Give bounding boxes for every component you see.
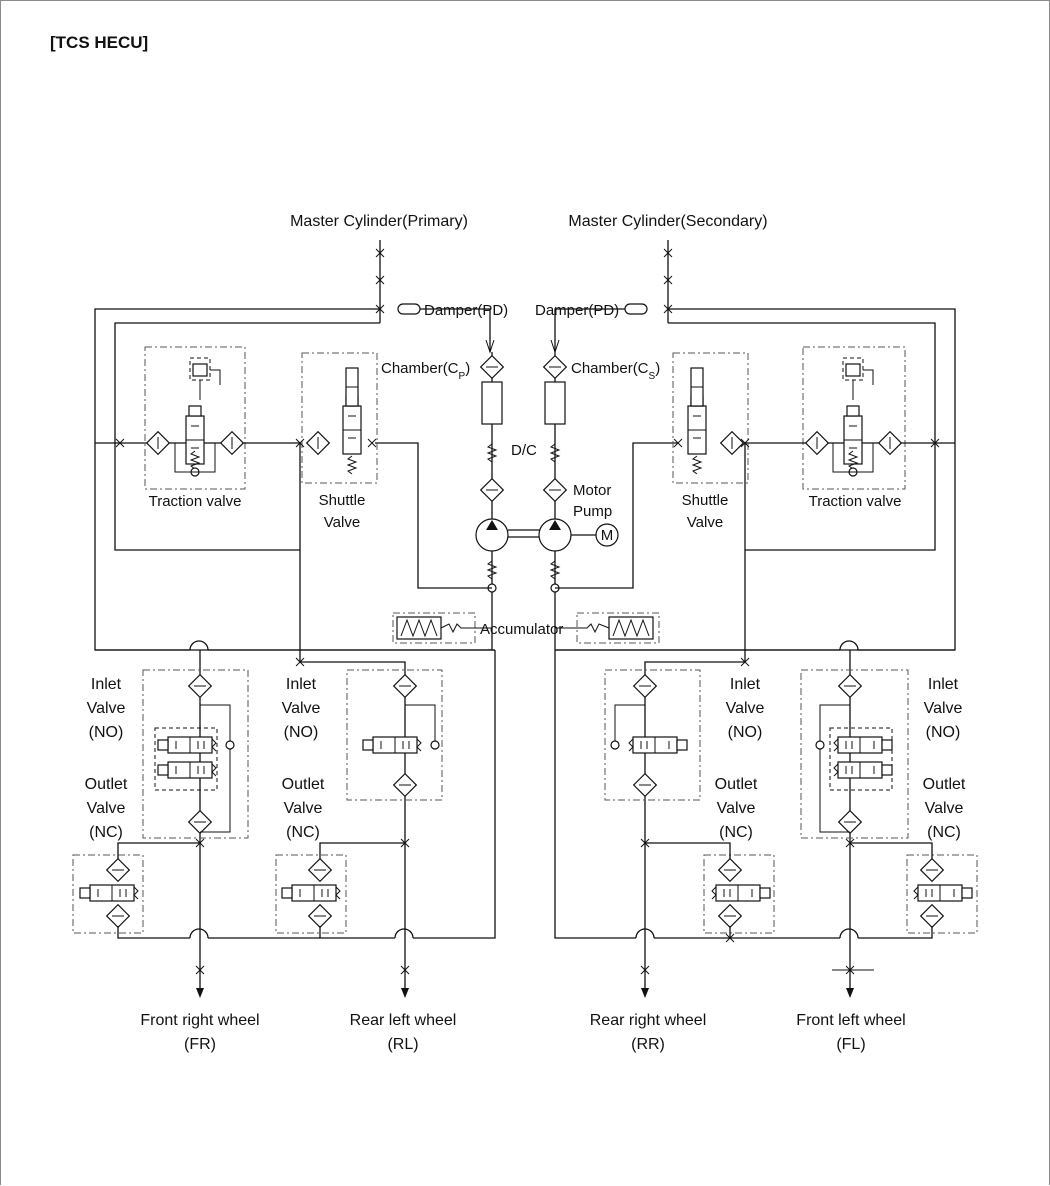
- fl-inlet-label-1: Inlet: [928, 676, 959, 693]
- rl-inlet-outlet-box: [346, 669, 443, 801]
- pump-label: Pump: [573, 503, 612, 520]
- fr-inlet-outlet-box: [142, 669, 249, 839]
- chamber-primary-label: Chamber(CP): [381, 360, 470, 382]
- motor-icon: [595, 523, 619, 547]
- diagram-title: [TCS HECU]: [50, 33, 148, 52]
- rr-inlet-outlet-box: [604, 669, 701, 801]
- fr-outlet-label-1: Outlet: [85, 776, 128, 793]
- shuttle-valve-right-label-1: Shuttle: [682, 492, 729, 509]
- rr-lower-valve-box: [703, 854, 775, 934]
- rr-outlet-label-2: Valve: [717, 800, 756, 817]
- chamber-secondary-label: Chamber(CS): [571, 360, 660, 382]
- wheel-rl-name: Rear left wheel: [350, 1012, 457, 1029]
- fl-outlet-label-1: Outlet: [923, 776, 966, 793]
- rl-inlet-label-1: Inlet: [286, 676, 317, 693]
- shuttle-valve-right-box: [672, 352, 749, 484]
- chamber-primary-body: [481, 381, 503, 425]
- rl-outlet-label-1: Outlet: [282, 776, 325, 793]
- rl-inlet-label-2: Valve: [282, 700, 321, 717]
- pump-primary-icon: [475, 518, 509, 552]
- rr-outlet-label-1: Outlet: [715, 776, 758, 793]
- fr-outlet-label-3: (NC): [89, 824, 123, 841]
- rr-inlet-label-3: (NO): [728, 724, 763, 741]
- chamber-primary-check-icon: [480, 355, 504, 379]
- dc-label: D/C: [511, 442, 537, 459]
- shuttle-valve-left-label-1: Shuttle: [319, 492, 366, 509]
- accumulator-label: Accumulator: [480, 621, 563, 638]
- wheel-fr-code: (FR): [184, 1036, 216, 1053]
- chamber-secondary-body: [544, 381, 566, 425]
- shuttle-valve-right-label-2: Valve: [687, 514, 723, 531]
- shuttle-valve-left-box: [301, 352, 378, 484]
- rr-outlet-label-3: (NC): [719, 824, 753, 841]
- fr-inlet-label-2: Valve: [87, 700, 126, 717]
- master-cylinder-secondary-label: Master Cylinder(Secondary): [568, 213, 767, 230]
- fr-lower-valve-box: [72, 854, 144, 934]
- fl-inlet-label-2: Valve: [924, 700, 963, 717]
- fl-lower-valve-box: [906, 854, 978, 934]
- master-cylinder-primary-label: Master Cylinder(Primary): [290, 213, 468, 230]
- rl-lower-valve-box: [275, 854, 347, 934]
- traction-valve-left-label: Traction valve: [149, 493, 242, 510]
- traction-valve-left-box: [144, 346, 246, 490]
- wheel-rr-name: Rear right wheel: [590, 1012, 707, 1029]
- wheel-fr-name: Front right wheel: [140, 1012, 259, 1029]
- fr-inlet-label-3: (NO): [89, 724, 124, 741]
- traction-valve-right-box: [802, 346, 906, 490]
- fl-outlet-label-2: Valve: [925, 800, 964, 817]
- pump-secondary-icon: [538, 518, 572, 552]
- motor-symbol: M: [601, 527, 614, 544]
- chamber-secondary-check-icon: [543, 355, 567, 379]
- rl-inlet-label-3: (NO): [284, 724, 319, 741]
- rr-inlet-label-2: Valve: [726, 700, 765, 717]
- rl-outlet-label-2: Valve: [284, 800, 323, 817]
- motor-label: Motor: [573, 482, 611, 499]
- wheel-fl-name: Front left wheel: [796, 1012, 905, 1029]
- fl-inlet-outlet-box: [800, 669, 909, 839]
- rl-outlet-label-3: (NC): [286, 824, 320, 841]
- damper-right-label: Damper(PD): [535, 302, 619, 319]
- wheel-rr-code: (RR): [631, 1036, 665, 1053]
- wheel-rl-code: (RL): [387, 1036, 418, 1053]
- fl-inlet-label-3: (NO): [926, 724, 961, 741]
- fl-outlet-label-3: (NC): [927, 824, 961, 841]
- wheel-fl-code: (FL): [836, 1036, 865, 1053]
- fr-inlet-label-1: Inlet: [91, 676, 122, 693]
- damper-left-label: Damper(PD): [424, 302, 508, 319]
- fr-outlet-label-2: Valve: [87, 800, 126, 817]
- traction-valve-right-label: Traction valve: [809, 493, 902, 510]
- shuttle-valve-left-label-2: Valve: [324, 514, 360, 531]
- rr-inlet-label-1: Inlet: [730, 676, 761, 693]
